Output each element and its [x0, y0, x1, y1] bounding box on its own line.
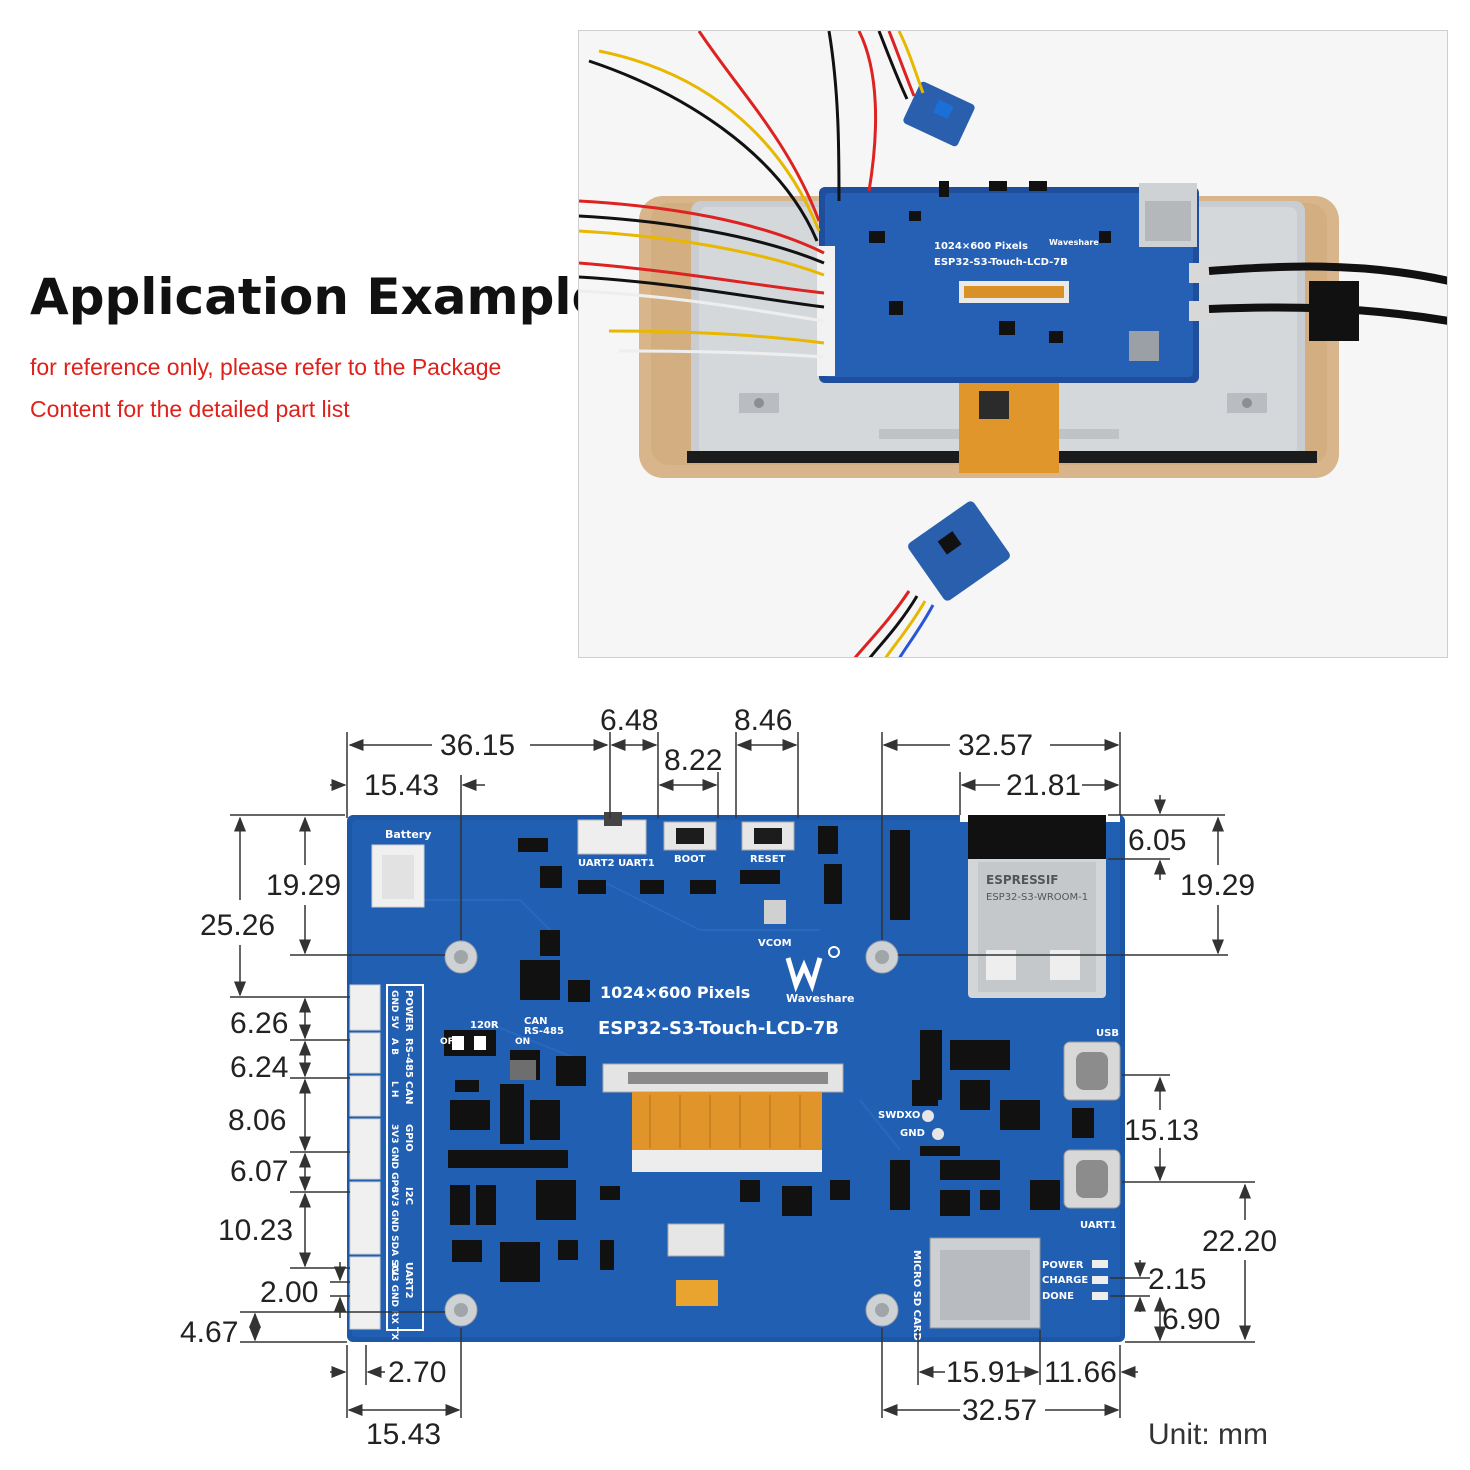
hdr-pins-4: 3V3 GND SDA SCL	[389, 1187, 399, 1278]
dim-15-13: 15.13	[1124, 1114, 1199, 1147]
boot-label: BOOT	[674, 854, 706, 865]
dim-32-57-bottom: 32.57	[962, 1394, 1037, 1427]
can-switch-label: CAN	[524, 1016, 547, 1027]
resolution-label: 1024×600 Pixels	[600, 983, 750, 1002]
hdr-group-4: I2C	[403, 1187, 414, 1205]
dim-15-91: 15.91	[946, 1356, 1021, 1389]
dim-36-15: 36.15	[440, 729, 515, 762]
battery-label: Battery	[385, 828, 431, 841]
dim-6-05: 6.05	[1128, 824, 1186, 857]
hdr-group-3: GPIO	[403, 1124, 414, 1152]
waveshare-logo-icon	[785, 946, 840, 993]
hdr-group-5: UART2	[403, 1262, 414, 1299]
dim-21-81: 21.81	[1006, 769, 1081, 802]
application-photo: 1024×600 Pixels ESP32-S3-Touch-LCD-7B Wa…	[578, 30, 1448, 658]
dim-15-43-top: 15.43	[364, 769, 439, 802]
reference-note-line-1: for reference only, please refer to the …	[30, 354, 502, 380]
hdr-pins-3: 3V3 GND GP6	[389, 1124, 399, 1192]
hdr-pins-0: GND 5V	[389, 990, 399, 1029]
dim-2-00: 2.00	[260, 1276, 318, 1309]
switch-label: UART2 UART1	[578, 858, 655, 869]
model-label: ESP32-S3-Touch-LCD-7B	[598, 1018, 839, 1039]
swdxo-label: SWDXO	[878, 1110, 920, 1121]
touch-fpc-connector[interactable]	[667, 1223, 725, 1257]
dim-32-57-top: 32.57	[958, 729, 1033, 762]
uart1-label: UART1	[1080, 1220, 1117, 1231]
dim-2-70: 2.70	[388, 1356, 446, 1389]
dim-6-24: 6.24	[230, 1051, 288, 1084]
dim-8-22: 8.22	[664, 744, 722, 777]
dim-19-29-left: 19.29	[266, 869, 341, 902]
lcd-fpc-cable	[632, 1092, 822, 1150]
dim-10-23: 10.23	[218, 1214, 293, 1247]
micro-sd-label: MICRO SD CARD	[911, 1250, 922, 1341]
header-rs485[interactable]	[349, 1032, 381, 1074]
gnd-label: GND	[900, 1128, 925, 1139]
hdr-group-0: POWER	[403, 990, 414, 1032]
dim-2-15: 2.15	[1148, 1263, 1206, 1296]
dimension-lines	[230, 732, 1255, 1418]
hdr-pins-5: 3V3 GND RX TX	[389, 1262, 399, 1340]
dim-15-43-bottom: 15.43	[366, 1418, 441, 1451]
dim-6-48: 6.48	[600, 704, 658, 737]
hdr-group-1: RS-485	[403, 1038, 414, 1078]
header-can[interactable]	[349, 1075, 381, 1117]
dim-22-20: 22.20	[1202, 1225, 1277, 1258]
power-led	[1092, 1260, 1108, 1268]
photo-board-brand: Waveshare	[1049, 238, 1099, 247]
dim-8-46: 8.46	[734, 704, 792, 737]
dim-8-06: 8.06	[228, 1104, 286, 1137]
module-name-label: ESP32-S3-WROOM-1	[986, 892, 1088, 903]
header-uart2[interactable]	[349, 1256, 381, 1330]
waveshare-label: Waveshare	[786, 992, 854, 1005]
hdr-pins-2: L H	[389, 1081, 399, 1097]
section-title: Application Example	[30, 268, 606, 326]
reset-label: RESET	[750, 854, 786, 865]
off-label: OFF	[440, 1037, 460, 1047]
done-led-label: DONE	[1042, 1291, 1074, 1302]
hdr-pins-1: A B	[389, 1038, 399, 1055]
dim-11-66: 11.66	[1044, 1356, 1117, 1389]
charge-led-label: CHARGE	[1042, 1275, 1088, 1286]
hdr-group-2: CAN	[403, 1081, 414, 1104]
on-label: ON	[515, 1037, 530, 1047]
usb-label: USB	[1096, 1028, 1119, 1039]
photo-board-resolution: 1024×600 Pixels	[934, 241, 1028, 252]
application-photo-illustration: 1024×600 Pixels ESP32-S3-Touch-LCD-7B Wa…	[579, 31, 1447, 657]
header-power[interactable]	[349, 984, 381, 1031]
dim-25-26: 25.26	[200, 909, 275, 942]
dim-19-29-right: 19.29	[1180, 869, 1255, 902]
rs485-switch-label: RS-485	[524, 1026, 564, 1037]
reference-note-line-2: Content for the detailed part list	[30, 396, 350, 422]
unit-label: Unit: mm	[1148, 1418, 1268, 1451]
vcom-label: VCOM	[758, 938, 792, 949]
power-led-label: POWER	[1042, 1260, 1084, 1271]
dim-6-07: 6.07	[230, 1155, 288, 1188]
module-brand-label: ESPRESSIF	[986, 873, 1058, 887]
pin-headers	[349, 984, 381, 1330]
dim-6-26: 6.26	[230, 1007, 288, 1040]
dim-6-90: 6.90	[1162, 1303, 1220, 1336]
header-gpio[interactable]	[349, 1118, 381, 1180]
charge-led	[1092, 1276, 1108, 1284]
dim-4-67: 4.67	[180, 1316, 238, 1349]
header-i2c[interactable]	[349, 1181, 381, 1255]
r120-label: 120R	[470, 1020, 499, 1031]
photo-board-model: ESP32-S3-Touch-LCD-7B	[934, 257, 1068, 268]
mounting-holes	[444, 940, 899, 1327]
done-led	[1092, 1292, 1108, 1300]
photo-sensor-bottom	[908, 501, 1010, 601]
